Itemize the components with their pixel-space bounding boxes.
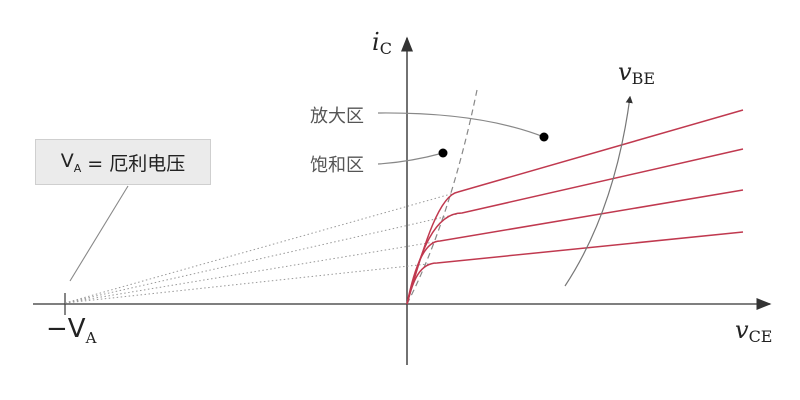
ic-axis-label: iC (372, 28, 392, 59)
va-symbol: VA (60, 149, 82, 175)
extrapolation-line-4 (64, 262, 438, 304)
ic-curve-1 (406, 109, 744, 305)
active-region-leader (377, 112, 545, 138)
vbe-label: vBE (618, 58, 655, 89)
saturation-region-dot (438, 148, 448, 158)
active-region-dot (539, 132, 549, 142)
neg-va-label: −VA (46, 314, 97, 348)
vce-axis-label: vCE (735, 316, 773, 347)
early-extrapolation-lines (64, 191, 463, 304)
extrapolation-line-1 (64, 191, 459, 304)
ic-curve-3 (406, 189, 744, 305)
va-definition: = 厄利电压 (87, 152, 186, 175)
extrapolation-line-2 (64, 212, 463, 304)
active-region-label: 放大区 (310, 106, 364, 127)
saturation-boundary-dashed (406, 89, 478, 305)
extrapolation-line-3 (64, 240, 441, 304)
early-voltage-box: VA = 厄利电压 (35, 139, 211, 185)
va-box-leader (69, 185, 129, 282)
vbe-increase-arrow (564, 95, 633, 287)
saturation-region-leader (377, 152, 444, 165)
ic-curves (406, 109, 744, 305)
saturation-region-label: 饱和区 (310, 155, 364, 176)
ic-curve-4 (406, 231, 744, 305)
